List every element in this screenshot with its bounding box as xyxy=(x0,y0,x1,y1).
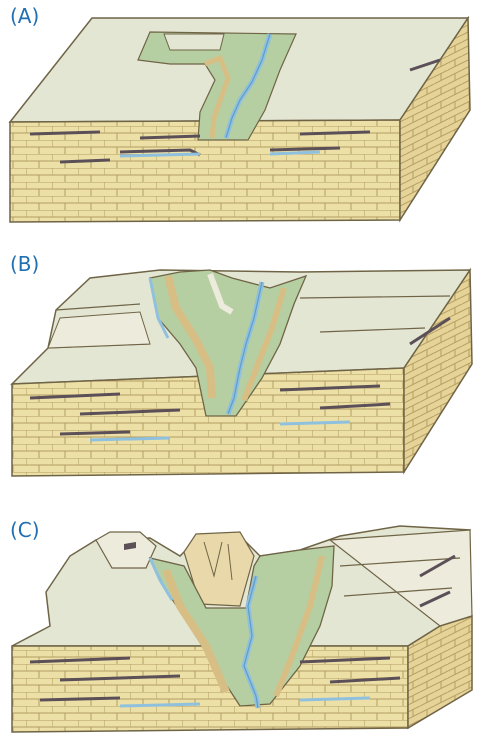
block-diagram-b xyxy=(0,248,483,488)
block-diagram-c xyxy=(0,496,483,742)
block-diagram-a xyxy=(0,0,483,240)
panel-b: (B) xyxy=(0,248,483,488)
panel-c: (C) xyxy=(0,496,483,742)
panel-a: (A) xyxy=(0,0,483,240)
